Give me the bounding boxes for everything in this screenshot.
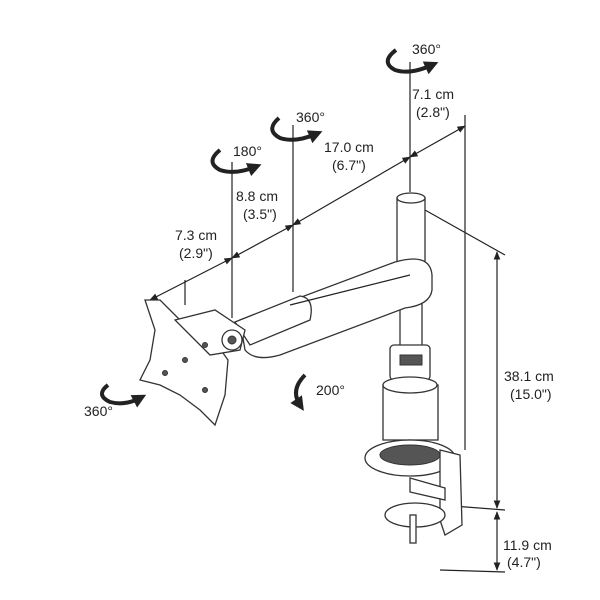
rotation-label-tilt: 200°: [316, 382, 345, 398]
rotation-label-plate: 360°: [84, 403, 113, 419]
rotation-icon-elbow: [270, 116, 323, 144]
dim-arm-long-cm: 17.0 cm: [324, 139, 374, 155]
dim-clamp-in: (4.7"): [507, 554, 541, 570]
rotation-label-head: 180°: [233, 143, 262, 159]
dim-arm-long-in: (6.7"): [332, 157, 366, 173]
dim-arm-short-in: (3.5"): [243, 206, 277, 222]
dim-head-cm: 7.3 cm: [175, 227, 217, 243]
pole: [382, 192, 439, 441]
rotation-icon-tilt: [290, 373, 307, 411]
rotation-label-pole-top: 360°: [412, 41, 441, 57]
desk-clamp: [364, 439, 463, 544]
dim-pole-offset-cm: 7.1 cm: [412, 86, 454, 102]
vesa-plate: [139, 299, 246, 427]
dim-pole-height-cm: 38.1 cm: [504, 368, 554, 384]
rotation-icon-pole-top: [385, 48, 439, 75]
horizontal-dimension-chain: [149, 125, 466, 301]
dim-head-in: (2.9"): [179, 245, 213, 261]
rotation-icon-head: [210, 148, 262, 177]
dim-clamp-cm: 11.9 cm: [503, 537, 552, 553]
dim-pole-offset-in: (2.8"): [416, 104, 450, 120]
dim-arm-short-cm: 8.8 cm: [236, 188, 278, 204]
rotation-label-elbow: 360°: [296, 109, 325, 125]
arm: [234, 258, 433, 359]
dim-pole-height-in: (15.0"): [510, 386, 552, 402]
rotation-icon-plate: [100, 383, 147, 408]
